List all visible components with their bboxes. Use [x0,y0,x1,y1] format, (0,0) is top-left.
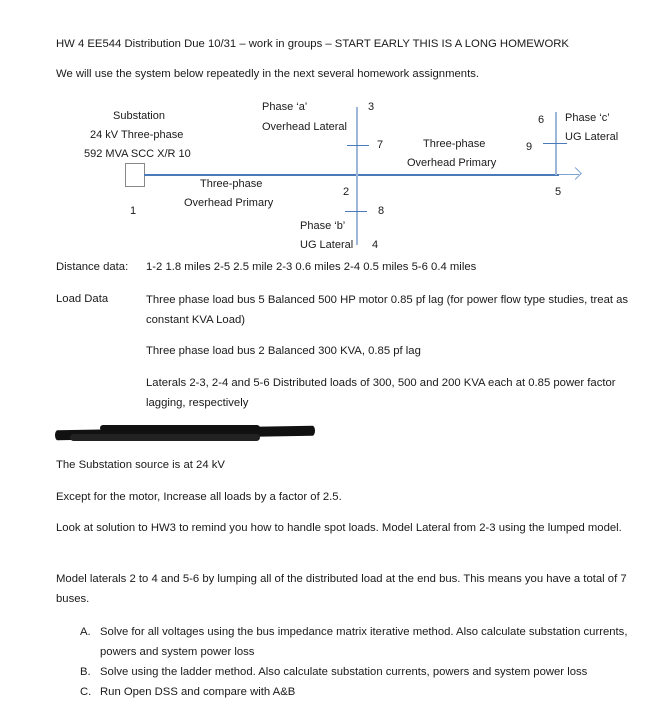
tick-7 [347,145,369,146]
hw3-text: Look at solution to HW3 to remind you ho… [56,522,622,534]
phase-b-label: Phase ‘b’ [300,220,346,232]
bus-4: 4 [372,239,379,251]
lateral-2-3-4 [356,107,358,245]
load-item-bus2: Three phase load bus 2 Balanced 300 KVA,… [146,345,421,357]
primary-left-type: Overhead Primary [184,197,274,209]
bus-8: 8 [378,205,385,217]
bus-6: 6 [538,114,545,126]
bus-5: 5 [555,186,562,198]
source-text: The Substation source is at 24 kV [56,459,225,471]
bus-7: 7 [377,139,384,151]
phase-b-type: UG Lateral [300,239,354,251]
phase-a-label: Phase ‘a’ [262,101,308,113]
load-item-motor: Three phase load bus 5 Balanced 500 HP m… [146,294,629,326]
arrow-head-icon [569,167,582,180]
tick-8 [345,211,367,212]
task-a-marker: A. [80,626,91,638]
laterals-text: Model laterals 2 to 4 and 5-6 by lumping… [56,573,627,605]
substation-voltage: 24 kV Three-phase [90,129,184,141]
intro-text: We will use the system below repeatedly … [56,68,479,80]
bus-1: 1 [130,205,137,217]
phase-c-label: Phase ‘c’ [565,112,610,124]
task-a: A. Solve for all voltages using the bus … [80,622,650,662]
tasks-list: A. Solve for all voltages using the bus … [80,622,650,702]
task-a-text: Solve for all voltages using the bus imp… [100,626,628,658]
task-c-text: Run Open DSS and compare with A&B [100,686,296,698]
bus-2: 2 [343,186,350,198]
bus-9: 9 [526,141,533,153]
phase-a-type: Overhead Lateral [262,121,347,133]
distance-label: Distance data: [56,261,129,273]
task-b-text: Solve using the ladder method. Also calc… [100,666,588,678]
page-title: HW 4 EE544 Distribution Due 10/31 – work… [56,38,569,50]
increase-text: Except for the motor, Increase all loads… [56,491,342,503]
phase-c-type: UG Lateral [565,131,619,143]
task-c: C. Run Open DSS and compare with A&B [80,682,650,702]
primary-right-type: Overhead Primary [407,157,497,169]
substation-scc: 592 MVA SCC X/R 10 [84,148,191,160]
substation-label: Substation [113,110,165,122]
bus-3: 3 [368,101,375,113]
load-item-laterals: Laterals 2-3, 2-4 and 5-6 Distributed lo… [146,377,616,409]
task-b: B. Solve using the ladder method. Also c… [80,662,650,682]
arrow-shaft [559,174,579,175]
task-c-marker: C. [80,686,92,698]
tick-9 [543,143,567,144]
task-b-marker: B. [80,666,91,678]
substation-box [125,163,145,187]
primary-feeder-line [144,174,559,176]
primary-left-label: Three-phase [200,178,263,190]
distance-value: 1-2 1.8 miles 2-5 2.5 mile 2-3 0.6 miles… [146,261,477,273]
primary-right-label: Three-phase [423,138,486,150]
load-label: Load Data [56,293,109,305]
